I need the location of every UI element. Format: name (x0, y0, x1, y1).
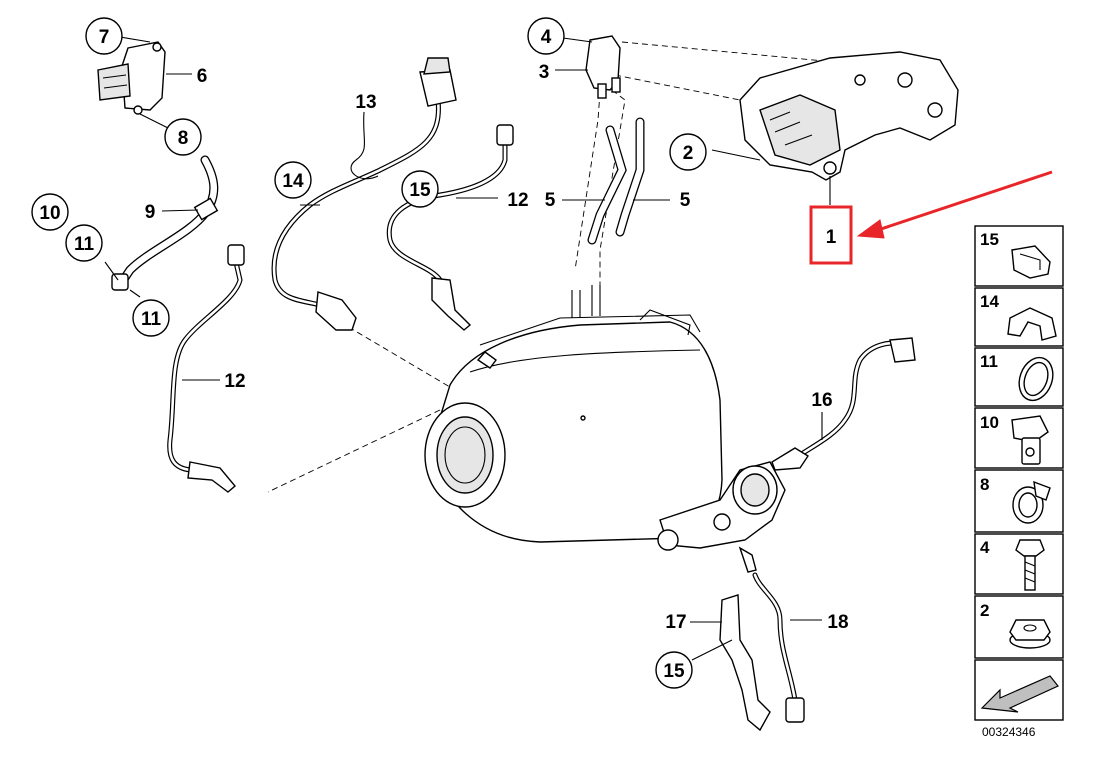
callout-17[interactable]: 17 (665, 612, 686, 633)
cable-holder-icon (1007, 307, 1057, 341)
callout-4[interactable]: 4 (541, 27, 552, 48)
legend-label-2: 2 (980, 601, 989, 620)
callout-15b[interactable]: 15 (663, 661, 685, 682)
legend-label-11: 11 (980, 352, 998, 371)
hoses-part-5 (562, 117, 670, 245)
temperature-sensor-middle-part-12 (386, 124, 514, 331)
callout-10[interactable]: 10 (39, 203, 60, 224)
callout-12b[interactable]: 12 (507, 190, 528, 211)
bracket-part-17 (690, 594, 771, 732)
callout-5b[interactable]: 5 (680, 190, 691, 211)
callout-18[interactable]: 18 (827, 612, 848, 633)
temperature-sensor-left-part-12 (167, 244, 245, 493)
callout-circle-7 (85, 17, 123, 55)
callout-circle-11a (65, 224, 103, 262)
legend-label-14: 14 (980, 292, 999, 311)
pressure-sensor-part-3 (555, 35, 621, 99)
callout-15a[interactable]: 15 (409, 180, 431, 201)
hex-nut-icon (1009, 619, 1051, 649)
callout-11a[interactable]: 11 (74, 234, 95, 255)
hollow-bolt-icon (1011, 415, 1049, 465)
callout-circle-4 (527, 17, 565, 55)
arrow-icon (980, 675, 1059, 713)
callout-circle-10 (31, 193, 69, 231)
callout-circle-15a (401, 170, 439, 208)
callout-9[interactable]: 9 (145, 202, 156, 223)
assembly-lines (267, 41, 836, 493)
outlet-flange (657, 461, 786, 573)
clip-nut-icon (1011, 245, 1051, 279)
callouts: 7 6 8 9 10 11 11 12 13 14 15 12 4 3 5 (31, 17, 853, 689)
legend-label-10: 10 (980, 413, 999, 432)
callout-circle-2 (669, 133, 707, 171)
vacuum-hose-part-9 (104, 155, 219, 298)
callout-16[interactable]: 16 (811, 390, 832, 411)
callout-13[interactable]: 13 (355, 92, 376, 113)
callout-circle-11b (132, 299, 170, 337)
highlight-box (809, 205, 853, 265)
parts-legend: 15 14 11 10 8 (974, 225, 1064, 739)
callout-14[interactable]: 14 (282, 171, 304, 192)
lambda-sensor-part-13 (271, 57, 457, 331)
sensor-part-18 (752, 572, 822, 723)
particulate-filter (424, 285, 723, 543)
callout-8[interactable]: 8 (178, 128, 189, 149)
callout-circle-14 (274, 161, 312, 199)
callout-circle-15b (655, 651, 693, 689)
callout-3[interactable]: 3 (539, 62, 550, 83)
callout-12a[interactable]: 12 (224, 371, 245, 392)
callout-6[interactable]: 6 (197, 66, 208, 87)
reference-number: 00324346 (982, 725, 1036, 739)
callout-5a[interactable]: 5 (545, 190, 556, 211)
gasket-ring-icon (1018, 356, 1054, 402)
callout-2[interactable]: 2 (683, 143, 694, 164)
bracket-part-2 (711, 51, 959, 205)
highlight-arrow (856, 170, 1053, 239)
callout-circle-8 (164, 118, 202, 156)
callout-7[interactable]: 7 (99, 27, 110, 48)
screw-icon (1015, 539, 1045, 591)
sensor-part-16 (771, 337, 916, 471)
callout-11b[interactable]: 11 (141, 309, 162, 330)
legend-label-15: 15 (980, 230, 999, 249)
legend-label-8: 8 (980, 475, 989, 494)
pressure-sensor-part-6 (97, 36, 192, 129)
legend-cell-2[interactable] (974, 595, 1064, 659)
hose-clamp-icon (1012, 480, 1051, 524)
legend-label-4: 4 (980, 538, 990, 557)
legend-cell-8[interactable] (974, 469, 1064, 533)
callout-1[interactable]: 1 (826, 227, 837, 248)
